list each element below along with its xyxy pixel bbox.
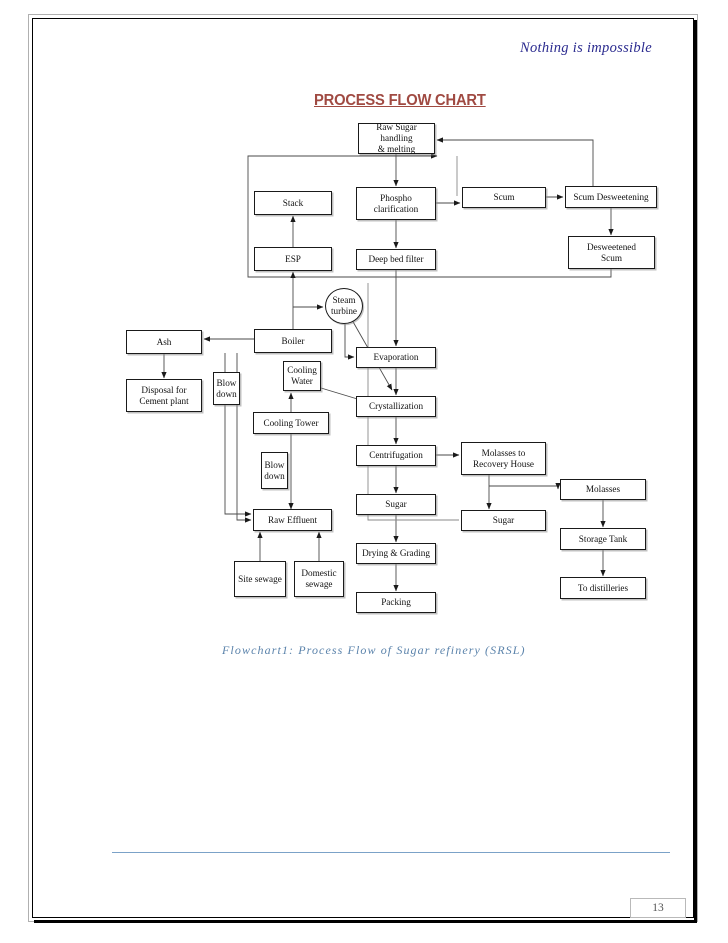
node-label: Raw Sugar handling& melting	[376, 122, 417, 154]
node-label: Site sewage	[238, 573, 282, 584]
node-drying: Drying & Grading	[356, 543, 436, 564]
node-label: Crystallization	[368, 401, 424, 412]
node-crystallization: Crystallization	[356, 396, 436, 417]
node-label: Centrifugation	[369, 450, 423, 461]
node-scum: Scum	[462, 187, 546, 208]
node-label: Storage Tank	[578, 533, 628, 544]
node-ash: Ash	[126, 330, 202, 354]
node-label: Deep bed filter	[368, 254, 424, 265]
node-label: Packing	[381, 597, 411, 608]
node-to_distilleries: To distilleries	[560, 577, 646, 599]
node-evaporation: Evaporation	[356, 347, 436, 368]
node-label: Boiler	[281, 335, 305, 346]
page-title: PROCESS FLOW CHART	[314, 92, 486, 109]
node-raw_sugar: Raw Sugar handling& melting	[358, 122, 435, 154]
node-label: Cooling Tower	[263, 417, 319, 428]
node-sugar_1: Sugar	[356, 494, 436, 515]
page-border-shadow-right	[694, 20, 697, 923]
figure-caption: Flowchart1: Process Flow of Sugar refine…	[222, 643, 526, 657]
node-deep_bed: Deep bed filter	[356, 249, 436, 270]
node-label: Evaporation	[373, 352, 419, 363]
node-label: Sugar	[385, 499, 407, 510]
node-label: Molasses	[585, 484, 621, 495]
node-stack: Stack	[254, 191, 332, 215]
node-label: Ash	[156, 336, 172, 347]
node-boiler: Boiler	[254, 329, 332, 353]
node-cooling_tower: Cooling Tower	[253, 412, 329, 434]
page-border	[32, 18, 694, 918]
node-label: Stack	[282, 197, 304, 208]
node-raw_effluent: Raw Effluent	[253, 509, 332, 531]
node-label: Scum Desweetening	[573, 191, 649, 202]
node-label: Raw Effluent	[267, 514, 318, 525]
node-label: Sugar	[492, 515, 515, 526]
node-esp: ESP	[254, 247, 332, 271]
footer-divider	[112, 852, 670, 853]
node-label: To distilleries	[577, 582, 629, 593]
node-molasses: Molasses	[560, 479, 646, 500]
node-scum_desw: Scum Desweetening	[565, 186, 657, 208]
tagline: Nothing is impossible	[520, 40, 652, 56]
node-label: Scum	[493, 192, 515, 203]
node-site_sewage: Site sewage	[234, 561, 286, 597]
node-centrifugation: Centrifugation	[356, 445, 436, 466]
page-border-shadow-bottom	[34, 920, 696, 923]
node-sugar_2: Sugar	[461, 510, 546, 531]
node-label: ESP	[285, 253, 301, 264]
page-number: 13	[630, 898, 686, 918]
node-label: Drying & Grading	[362, 548, 430, 559]
node-storage_tank: Storage Tank	[560, 528, 646, 550]
node-packing: Packing	[356, 592, 436, 613]
